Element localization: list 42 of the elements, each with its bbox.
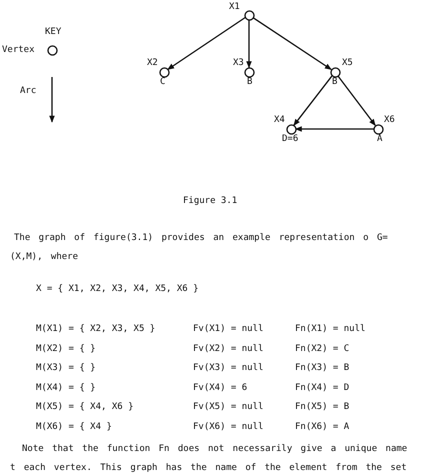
vertex-value: A — [377, 134, 382, 144]
table-cell: Fv(X2) = null — [193, 344, 264, 354]
table-cell: M(X6) = { X4 } — [36, 422, 112, 432]
table-cell: Fv(X5) = null — [193, 402, 264, 412]
legend-label: Vertex — [2, 45, 35, 55]
arc-arrow — [294, 126, 374, 132]
legend-label: Arc — [20, 86, 36, 96]
table-cell: Fv(X6) = null — [193, 422, 264, 432]
set-definition: X = { X1, X2, X3, X4, X5, X6 } — [36, 284, 199, 294]
vertex-name: X2 — [147, 58, 158, 68]
key-heading: KEY — [45, 27, 62, 37]
table-cell: M(X3) = { } — [36, 363, 96, 374]
vertex-value: B — [247, 77, 252, 87]
table-cell: M(X2) = { } — [36, 344, 96, 354]
table-cell: Fn(X5) = B — [295, 402, 350, 412]
table-cell: Fn(X2) = C — [295, 344, 350, 354]
figure-caption: Figure 3.1 — [183, 196, 238, 206]
vertex-value: D=6 — [282, 134, 298, 144]
vertex-name: X5 — [342, 58, 353, 68]
vertex-value: C — [160, 77, 166, 87]
table-cell: M(X5) = { X4, X6 } — [36, 402, 134, 412]
arc-arrow — [246, 20, 252, 68]
table-cell: Fn(X6) = A — [295, 422, 350, 432]
vertex-name: X3 — [233, 58, 244, 68]
table-cell: Fn(X1) = null — [295, 324, 366, 334]
table-cell: M(X1) = { X2, X3, X5 } — [36, 324, 156, 334]
paragraph: The graph of figure(3.1) provides an example representation o G=(X,M), where — [10, 232, 389, 264]
vertex-name: X4 — [274, 115, 285, 125]
arc-arrow — [252, 16, 332, 70]
arc-arrow — [293, 75, 333, 126]
vertex-value: B — [332, 77, 338, 87]
table-cell: Fn(X4) = D — [295, 382, 350, 393]
table-cell: Fv(X1) = null — [193, 324, 264, 334]
paragraph: Note that the function Fn does not necessarily give a unique name t each vertex. This graph has the name of the element from the set — [10, 443, 408, 475]
vertex-name: X6 — [384, 115, 395, 125]
table-cell: Fv(X4) = 6 — [193, 382, 248, 393]
table-cell: Fv(X3) = null — [193, 363, 264, 374]
arc-arrow — [167, 16, 246, 70]
arc-arrow — [337, 75, 376, 126]
table-cell: M(X4) = { } — [36, 382, 96, 393]
vertex-name: X1 — [229, 2, 240, 12]
table-cell: Fn(X3) = B — [295, 363, 350, 374]
